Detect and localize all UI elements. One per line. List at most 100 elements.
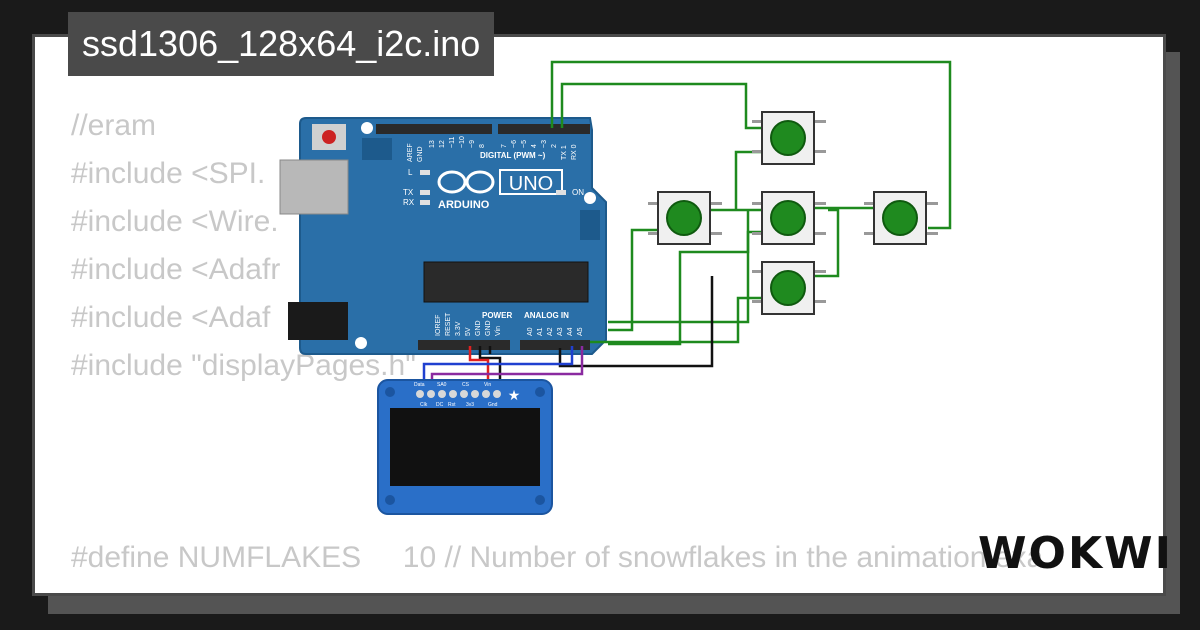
pin-label-9: ~9	[469, 140, 476, 148]
power-jack	[288, 302, 348, 340]
oled-header-pins	[416, 390, 501, 398]
led-l-label: L	[408, 168, 413, 177]
pin-label-13: 13	[429, 140, 436, 148]
power-header	[418, 340, 510, 350]
wokwi-logo: WOKWI	[978, 528, 1173, 579]
pin-label-a4: A4	[567, 327, 574, 336]
led-rx	[420, 200, 430, 205]
mount-hole	[584, 192, 596, 204]
uno-badge	[499, 169, 563, 195]
analog-header	[520, 340, 590, 350]
pin-label-7: 7	[501, 144, 508, 148]
button-cap[interactable]	[770, 120, 806, 156]
code-line-3: #include <Wire.	[71, 205, 279, 238]
arduino-brand-label: ARDUINO	[438, 199, 490, 211]
code-line-4: #include <Adafr	[71, 253, 281, 286]
pin-label-11: ~11	[449, 137, 456, 148]
led-tx	[420, 190, 430, 195]
usb-port	[279, 159, 349, 215]
wire-bus-down	[814, 208, 840, 278]
button-cap[interactable]	[770, 200, 806, 236]
pin-label-gnd: GND	[417, 146, 424, 162]
oled-label-vin: Vin	[484, 382, 491, 388]
led-rx-label: RX	[403, 198, 415, 207]
reset-button[interactable]	[322, 130, 336, 144]
wire-bus-up	[734, 150, 764, 210]
mount-hole	[355, 337, 367, 349]
oled-label-dc: DC	[436, 402, 444, 408]
digital-header-left	[376, 124, 492, 134]
pin-label-2: 2	[551, 144, 558, 148]
wire-a4-oled-data	[422, 346, 574, 392]
code-line-5: #include <Adaf	[71, 301, 271, 334]
pin-label-a0: A0	[527, 327, 534, 336]
oled-screen	[390, 408, 540, 486]
pin-label-5: ~5	[521, 140, 528, 148]
pin-label-reset: RESET	[445, 312, 452, 336]
wire-a3-button4	[590, 296, 764, 344]
code-line-7: #define NUMFLAKES 10 // Number of snowfl…	[71, 541, 1044, 574]
pin-label-10: ~10	[459, 136, 466, 148]
pin-label-a5: A5	[577, 327, 584, 336]
pin-label-tx1: TX 1	[561, 145, 568, 160]
push-button-3[interactable]	[752, 191, 826, 245]
button-cap[interactable]	[770, 270, 806, 306]
pin-label-vin: Vin	[495, 326, 502, 336]
push-button-2[interactable]	[648, 191, 722, 245]
push-button-5[interactable]	[864, 191, 938, 245]
push-button-1[interactable]	[752, 111, 826, 165]
wire-5v-oled	[468, 346, 490, 392]
pin-label-a1: A1	[537, 327, 544, 336]
analog-in-label: ANALOG IN	[524, 311, 569, 320]
arduino-model-label: UNO	[509, 173, 553, 195]
oled-label-cs: CS	[462, 382, 470, 388]
on-led-label: ON	[572, 188, 584, 197]
oled-label-3v3: 3v3	[466, 402, 474, 408]
led-on	[556, 190, 566, 195]
project-title-tab[interactable]: ssd1306_128x64_i2c.ino	[68, 12, 495, 76]
oled-label-gnd: Gnd	[488, 402, 498, 408]
pin-label-6: ~6	[511, 140, 518, 148]
wire-d2-button1	[560, 82, 764, 130]
wire-a0-button2	[608, 228, 660, 332]
pin-label-12: 12	[439, 140, 446, 148]
mount-hole	[361, 122, 373, 134]
green-wires	[550, 60, 952, 346]
code-line-2: #include <SPI.	[71, 157, 266, 190]
pin-label-ioref: IOREF	[435, 315, 442, 336]
pin-label-8: 8	[479, 144, 486, 148]
button-cap[interactable]	[666, 200, 702, 236]
led-l	[420, 170, 430, 175]
digital-pwm-label: DIGITAL (PWM ~)	[480, 151, 546, 160]
arduino-uno-board[interactable]: UNO ARDUINO DIGITAL (PWM ~) ANALOG IN PO…	[279, 117, 607, 355]
pin-label-rx0: RX 0	[571, 144, 578, 160]
star-icon: ★	[508, 387, 521, 403]
wire-d3-button5	[550, 60, 952, 230]
pin-label-5v: 5V	[465, 327, 472, 336]
push-button-4[interactable]	[752, 261, 826, 315]
wire-a2-button3-top	[608, 210, 750, 346]
pin-label-gnd-1: GND	[475, 320, 482, 336]
wire-gnd-button4	[558, 276, 714, 368]
icsp-header-2	[580, 210, 600, 240]
pin-label-4: 4	[531, 144, 538, 148]
pin-label-3v3: 3.3V	[455, 321, 462, 336]
pin-label-a3: A3	[557, 327, 564, 336]
icsp-header	[362, 138, 392, 160]
digital-header-right	[498, 124, 590, 134]
pin-label-aref: AREF	[407, 143, 414, 162]
code-line-1: //eram	[71, 109, 157, 142]
atmega-chip	[423, 261, 589, 303]
oled-label-data: Data	[414, 382, 425, 388]
oled-label-clk: Clk	[420, 402, 428, 408]
led-tx-label: TX	[403, 188, 414, 197]
pin-label-3: ~3	[541, 140, 548, 148]
power-label: POWER	[482, 311, 512, 320]
pin-label-a2: A2	[547, 327, 554, 336]
pin-label-gnd-2: GND	[485, 320, 492, 336]
infinity-logo	[437, 170, 495, 194]
button-cap[interactable]	[882, 200, 918, 236]
oled-ssd1306-module[interactable]: ★ Data SA0 CS Vin Clk DC Rst 3v3 Gnd	[377, 379, 553, 515]
oled-label-sa0: SA0	[437, 382, 447, 388]
